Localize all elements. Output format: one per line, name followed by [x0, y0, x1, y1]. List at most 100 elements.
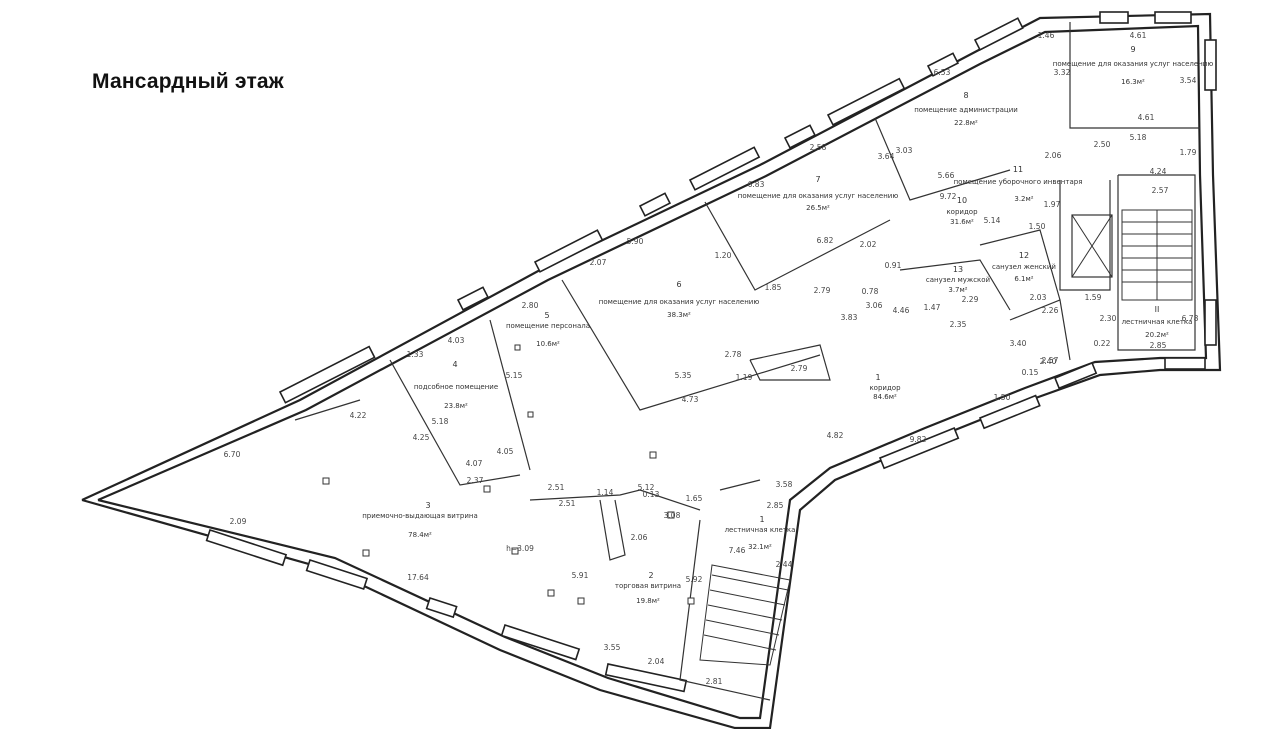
svg-text:4.03: 4.03	[448, 336, 465, 345]
room-8-label: 8	[963, 91, 968, 100]
svg-text:7.46: 7.46	[729, 546, 746, 555]
svg-text:23.8м²: 23.8м²	[444, 402, 468, 410]
svg-text:4.24: 4.24	[1150, 167, 1167, 176]
svg-text:6.78: 6.78	[1182, 314, 1199, 323]
svg-text:3.83: 3.83	[841, 313, 858, 322]
svg-text:помещение уборочного инвентаря: помещение уборочного инвентаря	[954, 178, 1083, 186]
room-6-label: 6	[676, 280, 681, 289]
svg-text:торговая витрина: торговая витрина	[615, 582, 681, 590]
svg-text:26.5м²: 26.5м²	[806, 204, 830, 212]
svg-text:помещение персонала: помещение персонала	[506, 322, 590, 330]
svg-text:2.40: 2.40	[1040, 357, 1057, 366]
svg-text:2.81: 2.81	[706, 677, 723, 686]
svg-text:3.08: 3.08	[664, 511, 681, 520]
svg-text:3.58: 3.58	[776, 480, 793, 489]
svg-text:2.50: 2.50	[1094, 140, 1111, 149]
svg-text:лестничная клетка: лестничная клетка	[725, 526, 796, 534]
svg-text:0.91: 0.91	[885, 261, 902, 270]
svg-text:4.46: 4.46	[893, 306, 910, 315]
svg-text:1.97: 1.97	[1044, 200, 1061, 209]
svg-text:6.82: 6.82	[817, 236, 834, 245]
svg-text:1.50: 1.50	[994, 393, 1011, 402]
svg-text:19.8м²: 19.8м²	[636, 597, 660, 605]
room-13-label: 13	[953, 265, 963, 274]
svg-text:22.8м²: 22.8м²	[954, 119, 978, 127]
svg-text:санузел мужской: санузел мужской	[926, 276, 990, 284]
room-2-label: 2	[648, 571, 653, 580]
svg-text:1.33: 1.33	[407, 350, 424, 359]
svg-text:приемочно-выдающая витрина: приемочно-выдающая витрина	[362, 512, 478, 520]
svg-text:2.79: 2.79	[791, 364, 808, 373]
svg-text:84.6м²: 84.6м²	[873, 393, 897, 401]
svg-text:2.57: 2.57	[1152, 186, 1169, 195]
svg-text:1.85: 1.85	[765, 283, 782, 292]
svg-text:2.29: 2.29	[962, 295, 979, 304]
svg-text:4.61: 4.61	[1138, 113, 1155, 122]
svg-text:2.79: 2.79	[814, 286, 831, 295]
stair-i	[699, 564, 791, 666]
room-labels: 1 коридор 84.6м² 1 лестничная клетка 32.…	[362, 45, 1213, 605]
svg-text:2.09: 2.09	[230, 517, 247, 526]
svg-text:3.03: 3.03	[896, 146, 913, 155]
svg-text:коридор: коридор	[869, 384, 901, 392]
room-4-label: 4	[452, 360, 457, 369]
svg-text:1.79: 1.79	[1180, 148, 1197, 157]
svg-text:3.54: 3.54	[1180, 76, 1197, 85]
svg-text:2.02: 2.02	[860, 240, 877, 249]
svg-text:1.14: 1.14	[597, 488, 614, 497]
svg-text:5.18: 5.18	[432, 417, 449, 426]
svg-text:помещение для оказания услуг н: помещение для оказания услуг населению	[599, 298, 760, 306]
svg-text:2.07: 2.07	[590, 258, 607, 267]
svg-text:78.4м²: 78.4м²	[408, 531, 432, 539]
room-3-label: 3	[425, 501, 430, 510]
svg-text:2.35: 2.35	[950, 320, 967, 329]
svg-text:1.47: 1.47	[924, 303, 941, 312]
svg-text:5.35: 5.35	[675, 371, 692, 380]
svg-text:4.25: 4.25	[413, 433, 430, 442]
svg-text:5.91: 5.91	[572, 571, 589, 580]
svg-text:0.22: 0.22	[1094, 339, 1111, 348]
svg-text:2.04: 2.04	[648, 657, 665, 666]
svg-text:3.55: 3.55	[604, 643, 621, 652]
svg-text:5.18: 5.18	[1130, 133, 1147, 142]
room-9-label: 9	[1130, 45, 1135, 54]
room-5-label: 5	[544, 311, 549, 320]
svg-text:5.92: 5.92	[686, 575, 703, 584]
interior-walls	[294, 22, 1200, 701]
svg-text:2.85: 2.85	[1150, 341, 1167, 350]
room-10-label: 10	[957, 196, 967, 205]
svg-text:31.6м²: 31.6м²	[950, 218, 974, 226]
svg-text:0.78: 0.78	[862, 287, 879, 296]
svg-text:2.03: 2.03	[1030, 293, 1047, 302]
svg-text:2.85: 2.85	[767, 501, 784, 510]
svg-text:санузел женский: санузел женский	[992, 263, 1056, 271]
svg-text:2.58: 2.58	[810, 143, 827, 152]
floor-title: Мансардный этаж	[92, 70, 284, 93]
svg-text:3.2м²: 3.2м²	[1014, 195, 1033, 203]
svg-text:помещение для оказания услуг н: помещение для оказания услуг населению	[1053, 60, 1214, 68]
svg-text:5.15: 5.15	[506, 371, 523, 380]
svg-text:38.3м²: 38.3м²	[667, 311, 691, 319]
room-ii-label: II	[1155, 305, 1160, 314]
stair-ii	[1121, 209, 1193, 301]
svg-text:h=3.09: h=3.09	[506, 544, 534, 553]
svg-text:5.14: 5.14	[984, 216, 1001, 225]
svg-text:1.46: 1.46	[1038, 31, 1055, 40]
svg-text:2.80: 2.80	[522, 301, 539, 310]
svg-text:6.83: 6.83	[748, 180, 765, 189]
svg-text:6.1м²: 6.1м²	[1014, 275, 1033, 283]
svg-text:лестничная клетка: лестничная клетка	[1122, 318, 1193, 326]
svg-text:32.1м²: 32.1м²	[748, 543, 772, 551]
svg-text:4.61: 4.61	[1130, 31, 1147, 40]
svg-text:1.20: 1.20	[715, 251, 732, 260]
svg-text:2.26: 2.26	[1042, 306, 1059, 315]
svg-text:3.7м²: 3.7м²	[948, 286, 967, 294]
svg-text:3.64: 3.64	[878, 152, 895, 161]
svg-text:помещение администрации: помещение администрации	[914, 106, 1018, 114]
svg-text:20.2м²: 20.2м²	[1145, 331, 1169, 339]
svg-text:5.90: 5.90	[627, 237, 644, 246]
svg-text:подсобное помещение: подсобное помещение	[414, 383, 498, 391]
svg-text:1.50: 1.50	[1029, 222, 1046, 231]
svg-text:16.3м²: 16.3м²	[1121, 78, 1145, 86]
